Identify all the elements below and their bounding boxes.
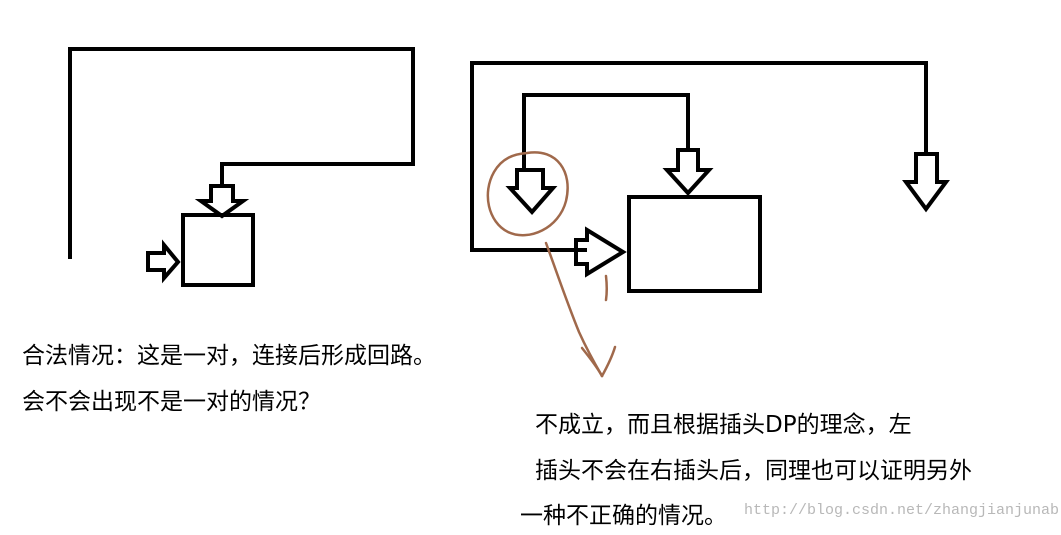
annotation-marks	[486, 151, 617, 378]
annotation-circle	[486, 151, 569, 237]
inner-right-down-plug-arrow	[662, 148, 714, 196]
left-legal-pair-diagram	[68, 47, 415, 287]
inner-left-down-plug-arrow	[505, 168, 558, 215]
right-caption-line1: 不成立，而且根据插头DP的理念，左	[535, 412, 912, 438]
left-caption-line1: 合法情况：这是一对，连接后形成回路。	[22, 343, 436, 369]
right-caption-line2: 插头不会在右插头后，同理也可以证明另外	[535, 458, 972, 484]
left-outer-loop-path	[68, 47, 415, 259]
far-right-down-plug-arrow	[902, 152, 950, 213]
right-outer-path	[470, 61, 928, 252]
left-down-plug-arrow	[194, 184, 250, 219]
right-inner-path	[522, 93, 690, 170]
right-caption-line3: 一种不正确的情况。	[520, 503, 727, 529]
left-right-plug-arrow	[146, 239, 181, 284]
annotation-tick	[604, 274, 608, 302]
left-caption-line2: 会不会出现不是一对的情况？	[22, 389, 321, 415]
left-cell-box	[181, 213, 255, 287]
right-plug-arrow	[574, 226, 627, 278]
annotation-arrowhead-left	[580, 346, 604, 378]
annotation-arrowhead-right	[600, 345, 617, 378]
watermark-url: http://blog.csdn.net/zhangjianjunab	[744, 502, 1060, 519]
right-illegal-diagram	[470, 61, 950, 293]
right-cell-box	[627, 195, 762, 293]
